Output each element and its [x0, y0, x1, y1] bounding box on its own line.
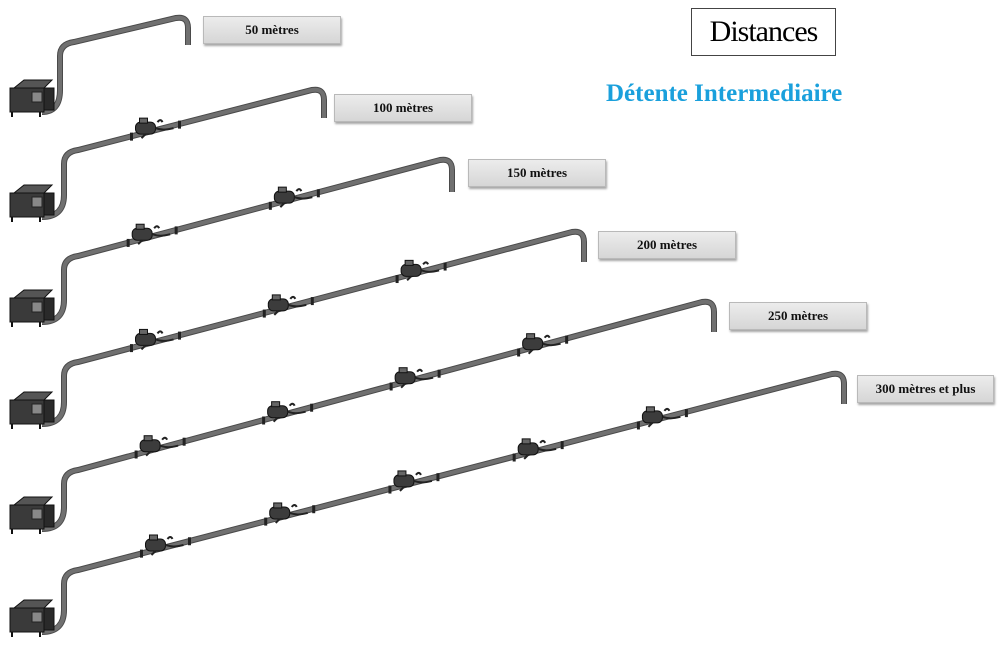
pipe-coupling: [436, 473, 440, 482]
pressure-regulator-icon: [144, 534, 184, 556]
pipe-row: [9, 370, 847, 637]
pipe-row: [9, 228, 587, 429]
compressor-unit-icon: [9, 599, 55, 637]
pipe-coupling: [130, 132, 133, 141]
pipe: [41, 156, 455, 325]
pipe-coupling: [129, 344, 133, 353]
pipe-coupling: [174, 226, 178, 235]
pipe-coupling: [684, 409, 688, 418]
pipe-highlight: [41, 87, 326, 219]
pipe-row: [9, 86, 327, 222]
pipe-coupling: [139, 549, 143, 558]
compressor-unit-icon: [9, 496, 55, 534]
pipe-highlight: [41, 15, 190, 114]
pressure-regulator-icon: [139, 435, 179, 457]
pipe-coupling: [310, 403, 314, 412]
pressure-regulator-icon: [267, 401, 306, 423]
pipe: [41, 228, 587, 427]
pipe-highlight: [41, 371, 846, 634]
pipe-coupling: [512, 453, 516, 462]
compressor-unit-icon: [9, 289, 55, 327]
pipe-coupling: [264, 517, 268, 526]
pressure-regulator-icon: [273, 186, 313, 208]
pipe-highlight: [41, 299, 716, 531]
pressure-regulator-icon: [269, 502, 308, 524]
pipe-coupling: [310, 297, 314, 306]
pipe-row: [9, 156, 455, 327]
pressure-regulator-icon: [135, 117, 174, 139]
pipe-coupling: [437, 369, 441, 378]
pipe-coupling: [517, 348, 521, 357]
pipe-coupling: [126, 238, 130, 247]
pressure-regulator-icon: [641, 406, 681, 428]
pipe-coupling: [560, 441, 564, 450]
distance-label-150: 150 mètres: [468, 159, 606, 187]
pipe-coupling: [262, 309, 266, 318]
pressure-regulator-icon: [267, 294, 307, 316]
distance-label-100: 100 mètres: [334, 94, 472, 122]
pipe-coupling: [178, 120, 181, 129]
pipe-coupling: [134, 450, 138, 459]
pipe-coupling: [262, 416, 266, 425]
compressor-unit-icon: [9, 391, 55, 429]
pipe-highlight: [41, 229, 586, 426]
pressure-regulator-icon: [522, 333, 561, 355]
pressure-regulator-icon: [517, 438, 557, 460]
pressure-regulator-icon: [393, 470, 433, 492]
pipe-highlight: [41, 157, 454, 324]
pipe-coupling: [636, 421, 640, 430]
page-title: Distances: [691, 8, 836, 56]
pressure-regulator-icon: [131, 223, 171, 245]
distance-label-200: 200 mètres: [598, 231, 736, 259]
pipe-coupling: [268, 201, 272, 210]
distance-label-300-plus: 300 mètres et plus: [857, 375, 994, 403]
pipe-coupling: [395, 275, 399, 284]
pipe-coupling: [388, 485, 392, 494]
pipe-coupling: [177, 331, 181, 340]
pressure-regulator-icon: [134, 328, 174, 351]
distance-label-250: 250 mètres: [729, 302, 867, 330]
pipe-row: [9, 298, 717, 534]
pipe-coupling: [182, 437, 186, 446]
pipe-row: [9, 14, 191, 117]
pipe: [41, 370, 847, 635]
pipe-coupling: [316, 189, 320, 198]
pipe-coupling: [312, 505, 316, 514]
compressor-unit-icon: [9, 184, 55, 222]
page-subtitle: Détente Intermediaire: [606, 80, 843, 107]
compressor-unit-icon: [9, 79, 55, 117]
distance-label-50: 50 mètres: [203, 16, 341, 44]
pipe-coupling: [565, 335, 569, 344]
pipe-coupling: [389, 382, 393, 391]
pipe-coupling: [187, 537, 191, 546]
pipe-coupling: [443, 262, 447, 271]
pressure-regulator-icon: [394, 367, 434, 389]
pressure-regulator-icon: [400, 259, 440, 282]
